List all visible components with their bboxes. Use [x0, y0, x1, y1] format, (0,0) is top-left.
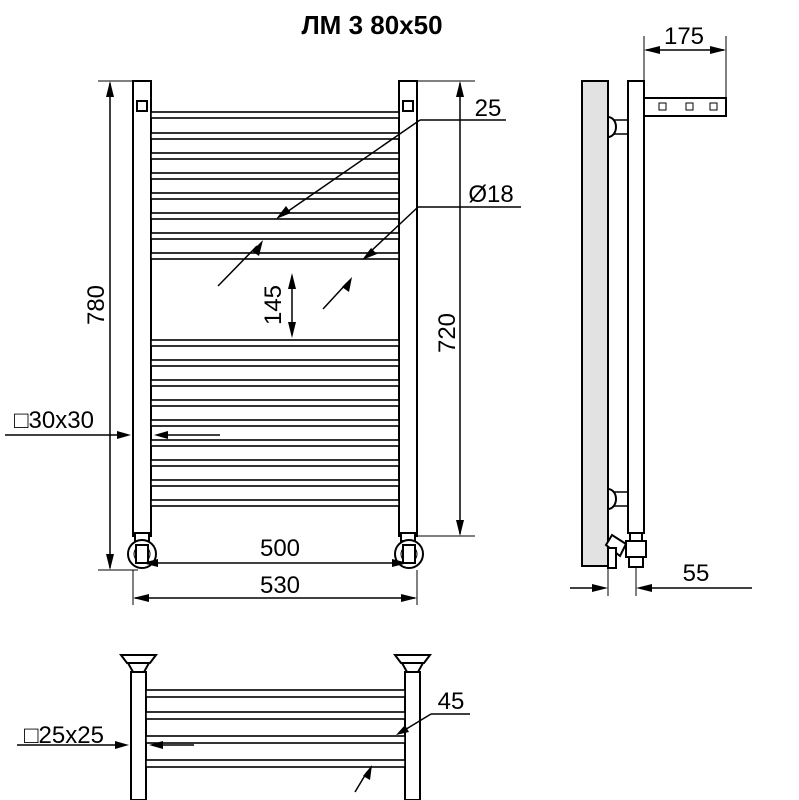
callout-45-label: 45 — [438, 688, 465, 715]
front-view: 780 720 145 25 — [5, 80, 521, 605]
front-crossbar — [150, 252, 400, 260]
right-valve — [394, 532, 424, 569]
side-view: 175 55 — [570, 23, 752, 596]
top-left-upright — [130, 671, 147, 800]
front-crossbar — [150, 379, 400, 387]
front-crossbar — [150, 232, 400, 240]
side-valve — [604, 532, 647, 569]
front-crossbar — [150, 479, 400, 487]
front-crossbar — [150, 359, 400, 367]
dimension-530-label: 530 — [260, 572, 300, 599]
dimension-720-label: 720 — [434, 313, 461, 353]
dimension-175-label: 175 — [664, 23, 704, 50]
callout-diameter-label: Ø18 — [468, 181, 513, 208]
callout-post-section-label: □30x30 — [14, 407, 94, 434]
front-crossbar — [150, 152, 400, 160]
dimension-175: 175 — [643, 23, 727, 98]
side-shelf — [643, 97, 727, 117]
left-upright — [132, 80, 152, 537]
dimension-500-label: 500 — [260, 535, 300, 562]
dimension-720: 720 — [417, 80, 475, 537]
callout-top-post-section-label: □25x25 — [24, 722, 104, 749]
top-crossbars — [145, 689, 406, 768]
left-top-plug — [136, 100, 148, 112]
front-crossbar — [150, 459, 400, 467]
front-crossbar — [150, 499, 400, 507]
callout-top-post-section: □25x25 — [17, 722, 194, 749]
drawing-title: ЛМ 3 80х50 — [301, 10, 442, 40]
dimension-780: 780 — [83, 80, 138, 571]
front-crossbar — [150, 439, 400, 447]
front-crossbar — [150, 172, 400, 180]
callout-45: 45 — [354, 688, 470, 793]
side-upright — [627, 80, 645, 534]
front-crossbar — [150, 111, 400, 119]
dimension-145: 145 — [260, 273, 296, 338]
front-crossbar — [150, 212, 400, 220]
top-right-valve-cap — [393, 654, 432, 673]
bottom-mount-bracket — [607, 487, 628, 511]
dimension-530: 530 — [132, 570, 418, 605]
right-upright — [398, 80, 418, 537]
front-crossbar — [150, 419, 400, 427]
dimension-145-label: 145 — [260, 285, 287, 325]
callout-post-section: □30x30 — [5, 407, 220, 439]
top-crossbar — [145, 689, 406, 698]
callout-25-label: 25 — [475, 95, 502, 122]
top-right-upright — [404, 671, 421, 800]
top-left-valve-cap — [119, 654, 158, 673]
right-top-plug — [402, 100, 414, 112]
front-crossbar — [150, 192, 400, 200]
front-crossbar — [150, 132, 400, 140]
front-crossbars — [150, 111, 400, 507]
callout-25: 25 — [217, 95, 506, 287]
top-mount-bracket — [607, 115, 628, 139]
dimension-55: 55 — [570, 560, 752, 596]
top-crossbar — [145, 711, 406, 720]
top-view: 45 □25x25 — [17, 654, 470, 800]
left-valve — [127, 532, 157, 569]
top-crossbar — [145, 735, 406, 744]
front-crossbar — [150, 339, 400, 347]
top-crossbar — [145, 759, 406, 768]
dimension-500: 500 — [142, 535, 408, 567]
wall — [581, 80, 609, 567]
callout-diameter: Ø18 — [322, 181, 521, 310]
dimension-780-label: 780 — [83, 285, 110, 325]
front-crossbar — [150, 399, 400, 407]
dimension-55-label: 55 — [683, 560, 710, 587]
